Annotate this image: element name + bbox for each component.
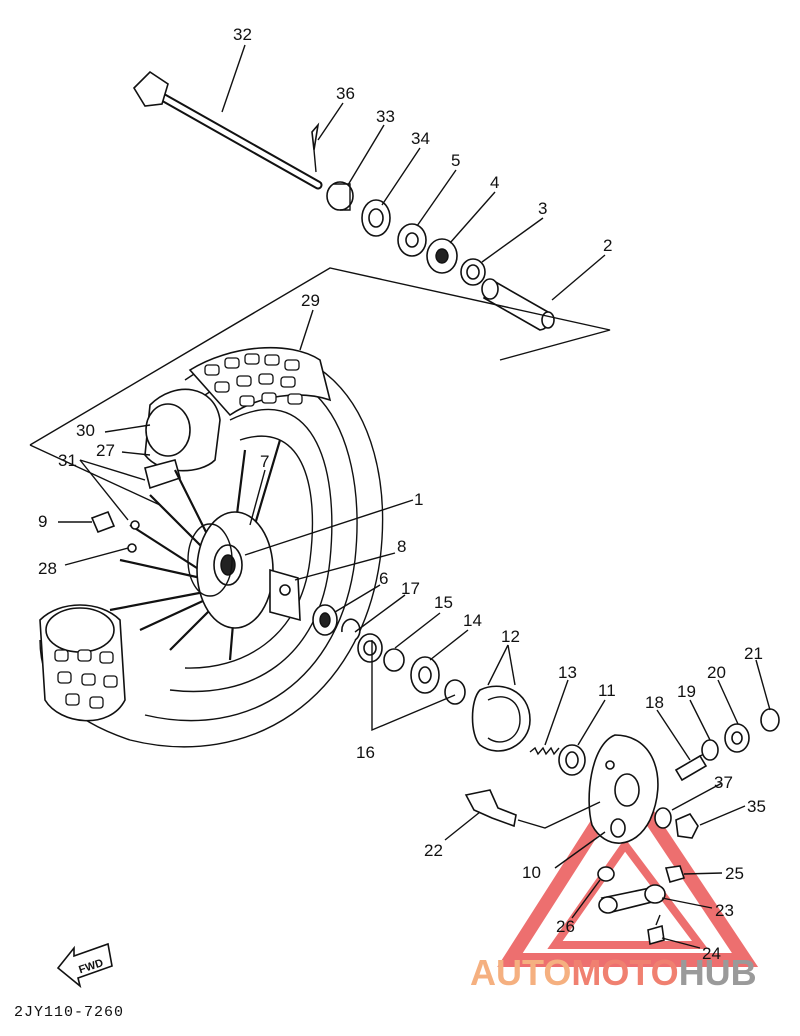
callout-18: 18 <box>645 693 664 712</box>
callout-4: 4 <box>490 173 499 192</box>
callout-19: 19 <box>677 682 696 701</box>
hub-bearings <box>312 604 466 705</box>
callout-28: 28 <box>38 559 57 578</box>
callout-5: 5 <box>451 151 460 170</box>
callout-36: 36 <box>336 84 355 103</box>
drawing-code: 2JY110-7260 <box>14 1004 124 1021</box>
callout-1: 1 <box>414 490 423 509</box>
callout-3: 3 <box>538 199 547 218</box>
callout-16: 16 <box>356 743 375 762</box>
oil-seal <box>558 744 586 776</box>
wheel-tire <box>39 346 384 748</box>
svg-text:AUTOMOTOHUB: AUTOMOTOHUB <box>470 952 757 993</box>
callout-33: 33 <box>376 107 395 126</box>
spoke-nipples <box>90 510 140 553</box>
watermark-auto: AUTO <box>470 952 571 993</box>
callout-34: 34 <box>411 129 430 148</box>
callout-32: 32 <box>233 25 252 44</box>
callout-12: 12 <box>501 627 520 646</box>
callout-15: 15 <box>434 593 453 612</box>
callout-24: 24 <box>702 944 721 963</box>
callout-23: 23 <box>715 901 734 920</box>
cam-nut <box>654 807 699 839</box>
callout-11: 11 <box>598 681 616 700</box>
callout-14: 14 <box>463 611 482 630</box>
leader-lines <box>58 44 771 949</box>
cable-holder <box>464 789 517 828</box>
callout-13: 13 <box>558 663 577 682</box>
callout-7: 7 <box>260 452 269 471</box>
callout-2: 2 <box>603 236 612 255</box>
callout-21: 21 <box>744 644 763 663</box>
callout-labels: 32 36 33 34 5 4 3 2 29 30 27 31 7 1 9 28… <box>38 25 766 963</box>
brake-panel <box>588 734 659 844</box>
watermark-logo: AUTOMOTOHUB <box>470 952 757 993</box>
brake-spring <box>529 746 560 756</box>
callout-35: 35 <box>747 797 766 816</box>
callout-29: 29 <box>301 291 320 310</box>
brake-arm <box>597 865 686 946</box>
callout-30: 30 <box>76 421 95 440</box>
callout-31: 31 <box>58 451 77 470</box>
callout-20: 20 <box>707 663 726 682</box>
callout-22: 22 <box>424 841 443 860</box>
watermark-moto: MOTO <box>571 952 678 993</box>
callout-9: 9 <box>38 512 47 531</box>
callout-6: 6 <box>379 569 388 588</box>
hub-plate <box>269 568 301 622</box>
callout-26: 26 <box>556 917 575 936</box>
cam-parts <box>701 708 780 761</box>
callout-8: 8 <box>397 537 406 556</box>
callout-17: 17 <box>401 579 420 598</box>
callout-37: 37 <box>714 773 733 792</box>
brake-shoes <box>471 685 531 752</box>
axle-assembly <box>132 70 555 331</box>
callout-10: 10 <box>522 863 541 882</box>
watermark-hub: HUB <box>679 952 757 993</box>
fwd-arrow-icon: FWD <box>56 942 113 989</box>
hub <box>187 511 274 629</box>
callout-25: 25 <box>725 864 744 883</box>
callout-27: 27 <box>96 441 115 460</box>
